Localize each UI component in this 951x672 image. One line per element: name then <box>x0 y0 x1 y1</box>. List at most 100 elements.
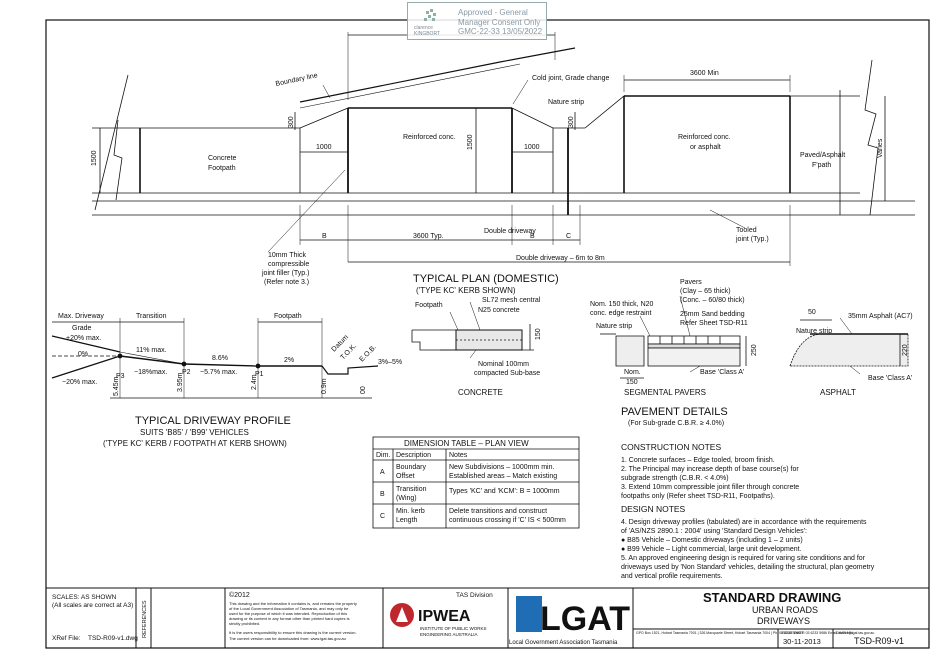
pavers-detail <box>600 295 747 379</box>
pavement-subtitle: (For Sub-grade C.B.R. ≥ 4.0%) <box>628 420 724 427</box>
design-note-line: and vertical profile requirements. <box>621 573 723 580</box>
concrete-150-text: 150 <box>535 328 542 340</box>
typical-plan <box>92 32 915 266</box>
tooled-joint-label: Tooled <box>736 227 757 234</box>
asphalt-base-text: Base 'Class A' <box>868 375 912 382</box>
sand-bedding-text: 25mm Sand bedding <box>680 311 745 318</box>
boundary-line-label: Boundary line <box>275 72 318 88</box>
lgat-sub: Local Government Association Tasmania <box>509 640 618 646</box>
stamp-line-3: GMC-22-33 13/05/2022 <box>458 27 543 36</box>
dim-1500-left: 1500 <box>91 150 98 166</box>
h24-label: 2.4m <box>251 374 258 390</box>
p3-label: P3 <box>116 373 125 380</box>
refer-sheet-text: Refer Sheet TSD-R11 <box>680 320 748 327</box>
design-notes-title: DESIGN NOTES <box>621 504 686 514</box>
h395-label: 3.95m <box>177 372 184 392</box>
or-asphalt-label: or asphalt <box>690 144 721 151</box>
asphalt-title: ASPHALT <box>820 388 856 397</box>
urban-roads: URBAN ROADS <box>752 605 818 615</box>
plan-title: TYPICAL PLAN (DOMESTIC) <box>413 273 559 285</box>
pavers-conc-text: (Conc. – 60/80 thick) <box>680 297 745 304</box>
design-note-line: 5. An approved engineering design is req… <box>621 555 866 562</box>
table-cell: A <box>380 469 385 476</box>
profile-title: TYPICAL DRIVEWAY PROFILE <box>135 415 291 427</box>
n25-text: N25 concrete <box>478 307 520 314</box>
design-note-line: 4. Design driveway profiles (tabulated) … <box>621 519 867 526</box>
concrete-footpath-label: Concrete <box>208 155 237 162</box>
construction-notes: 1. Concrete surfaces – Edge tooled, broo… <box>621 457 799 500</box>
table-cell: C <box>380 513 385 520</box>
title-block-text: SCALES: AS SHOWN (All scales are correct… <box>52 591 493 642</box>
fpath-label: F'path <box>812 162 831 169</box>
xref-label: XRef File: <box>52 635 81 642</box>
table-cell: Offset <box>396 473 415 480</box>
dwg-no-value: TSD-R09-v1 <box>854 636 904 646</box>
pavers-150-text: 150 <box>626 379 638 386</box>
pavers-labels: Pavers (Clay – 65 thick) (Conc. – 60/80 … <box>590 279 758 386</box>
table-cell: continuous crossing if 'C' IS < 500mm <box>449 517 566 524</box>
title-block <box>46 587 929 648</box>
grade-20-label: +20% max. <box>66 335 101 342</box>
joint-filler-label-3: joint filler (Typ.) <box>261 270 309 277</box>
driveway-range-label: Double driveway – 6m to 8m <box>516 255 605 262</box>
subbase-text-2: compacted Sub-base <box>474 370 540 377</box>
grade-2-label: 2% <box>284 357 294 364</box>
nature-strip-label: Nature strip <box>548 99 584 106</box>
design-note-line: of 'AS/NZS 2890.1 : 2004' using 'Standar… <box>621 528 807 535</box>
grade-neg18-label: −18%max. <box>134 369 167 376</box>
plan-subtitle: ('TYPE KC' KERB SHOWN) <box>416 286 516 295</box>
dimension-table <box>372 436 580 529</box>
ipwea-sub-1: INSTITUTE OF PUBLIC WORKS <box>420 626 487 631</box>
asphalt-50-text: 50 <box>808 309 816 316</box>
max-driveway-label: Max. Driveway <box>58 313 104 320</box>
cold-joint-label: Cold joint, Grade change <box>532 75 610 82</box>
pavers-title: SEGMENTAL PAVERS <box>624 388 706 397</box>
grade-0-label: 0% <box>78 351 88 358</box>
ipwea-text: IPWEA <box>418 608 471 625</box>
mesh-text: SL72 mesh central <box>482 297 541 304</box>
concrete-title: CONCRETE <box>458 388 503 397</box>
table-cell: Delete transitions and construct <box>449 508 547 515</box>
design-note-line: ● B99 Vehicle – Light commercial, large … <box>621 546 802 553</box>
design-notes: 4. Design driveway profiles (tabulated) … <box>621 519 875 580</box>
profile-labels: Max. Driveway Grade Transition Footpath … <box>58 313 402 396</box>
stamp-line-2: Manager Consent Only <box>458 18 541 27</box>
tas-division: TAS Division <box>456 592 493 599</box>
table-cell: Length <box>396 517 418 524</box>
issue-date-value: 30-11-2013 <box>783 637 821 646</box>
references-label: REFERENCES <box>142 600 148 638</box>
dim-b1: B <box>322 233 327 240</box>
copyright-line: It is the users responsibility to ensure… <box>229 630 357 635</box>
copyright-line: used for the purpose of which it was int… <box>229 611 347 616</box>
concrete-footpath-label-2: Footpath <box>208 165 236 172</box>
design-note-line: driveways used by 'Non Standard' vehicle… <box>621 564 875 571</box>
table-cell: Types 'KC' and 'KCM': B = 1000mm <box>449 488 560 495</box>
council-logo-icon: clarence KINGBORT <box>414 9 448 37</box>
lgat-address: GPO Box 1521, Hobart Tasmania 7001 | 326… <box>636 631 874 635</box>
ipwea-sub-2: ENGINEERING AUSTRALIA <box>420 632 478 637</box>
profile-subtitle-1: SUITS 'B85' / 'B99' VEHICLES <box>140 428 249 437</box>
asphalt-nature-text: Nature strip <box>796 328 832 335</box>
table-cell: Min. kerb <box>396 508 425 515</box>
lgat-text: LGAT <box>540 600 630 638</box>
dimension-table-text: DIMENSION TABLE – PLAN VIEW Dim. Descrip… <box>376 439 566 524</box>
varies-label: Varies <box>877 138 884 158</box>
dim-1000-b: 1000 <box>524 144 540 151</box>
dim-300-b: 300 <box>568 116 575 128</box>
dim-1000-a: 1000 <box>316 144 332 151</box>
copyright-line: This drawing and the information it cont… <box>229 601 357 606</box>
standard-drawing: STANDARD DRAWING <box>703 590 841 605</box>
joint-filler-label-4: (Refer note 3.) <box>264 279 309 286</box>
footpath-label: Footpath <box>274 313 302 320</box>
copyright-year: ©2012 <box>229 591 250 599</box>
dim-1500-mid: 1500 <box>467 134 474 150</box>
dim-3600typ: 3600 Typ. <box>413 233 444 240</box>
dim-300-a: 300 <box>288 116 295 128</box>
table-header: Description <box>396 452 431 459</box>
subbase-text: Nominal 100mm <box>478 361 529 368</box>
construction-note-line: subgrade strength (C.B.R. < 4.0%) <box>621 475 729 482</box>
pavers-nature-strip: Nature strip <box>596 323 632 330</box>
copyright-line: The current version can be downloaded fr… <box>229 636 346 641</box>
asphalt-labels: 50 Nature strip 35mm Asphalt (AC7) 220 B… <box>796 309 913 382</box>
